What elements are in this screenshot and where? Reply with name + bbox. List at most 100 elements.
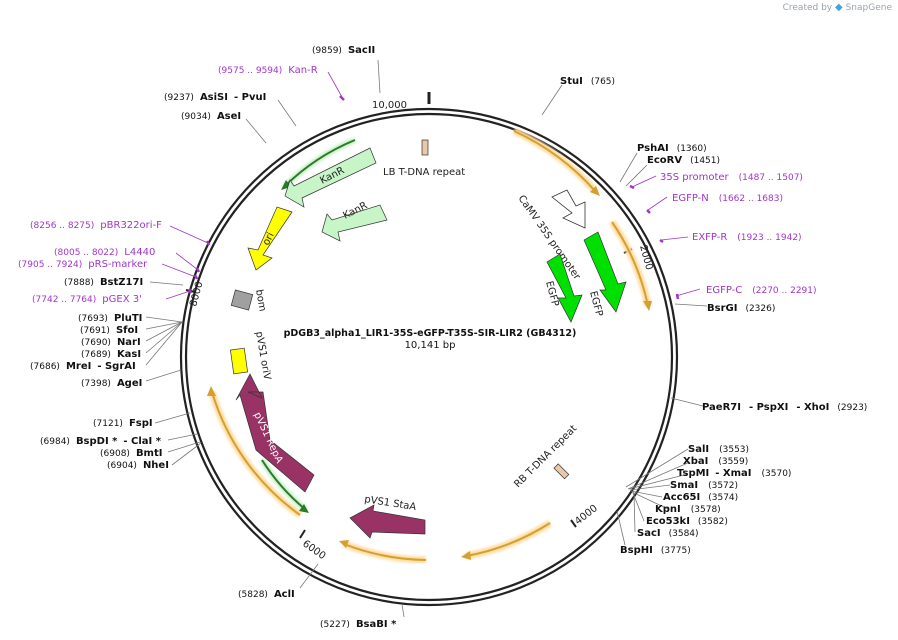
svg-text:(7690)NarI: (7690)NarI (81, 337, 141, 348)
orf-arc-3 (465, 522, 551, 557)
svg-text:EGFP-C(2270 .. 2291): EGFP-C(2270 .. 2291) (706, 285, 817, 296)
feature-pvs1-staa[interactable] (349, 504, 426, 539)
orf-arrowhead-1 (590, 186, 600, 196)
svg-text:KpnI(3578): KpnI(3578) (655, 504, 721, 515)
enzyme-asei[interactable]: AseI (217, 111, 241, 122)
orf-arc-1 (513, 130, 597, 193)
enzyme-mrei[interactable]: MreI (66, 361, 91, 372)
svg-text:PaeR7I- PspXI- XhoI(2923): PaeR7I- PspXI- XhoI(2923) (702, 402, 867, 413)
svg-text:SacI(3584): SacI(3584) (637, 528, 699, 539)
enzyme-pshai[interactable]: PshAI (637, 143, 669, 154)
enzyme-xbai[interactable]: XbaI (683, 456, 708, 467)
primer-egfp-n[interactable]: EGFP-N (672, 193, 709, 204)
svg-text:TspMI- XmaI(3570): TspMI- XmaI(3570) (677, 468, 791, 479)
feature-pvs1-repa[interactable] (235, 373, 315, 493)
feature-pvs1-oriv[interactable] (230, 347, 248, 375)
enzyme-acc65i[interactable]: Acc65I (663, 492, 700, 503)
primer-leaders (161, 71, 701, 300)
enzyme-ecorv[interactable]: EcoRV (647, 155, 682, 166)
svg-text:(7121)FspI: (7121)FspI (93, 418, 153, 429)
svg-text:StuI(765): StuI(765) (560, 76, 615, 87)
feature-bom[interactable] (230, 289, 254, 311)
enzyme-asisi[interactable]: AsiSI (200, 92, 228, 103)
feature-lb-tdna[interactable] (421, 139, 429, 156)
enzyme-fspi[interactable]: FspI (129, 418, 153, 429)
tick-label-4000: 4000 (573, 503, 600, 527)
enzyme-kasi[interactable]: KasI (117, 349, 141, 360)
feature-kanr-1[interactable] (284, 147, 377, 208)
enzyme-tspmi[interactable]: TspMI (677, 468, 709, 479)
enzyme-labels-right: StuI(765) PshAI(1360) EcoRV(1451) BsrGI(… (560, 76, 867, 556)
primer-prs-marker[interactable]: pRS-marker (88, 259, 148, 270)
svg-text:(9575 .. 9594)Kan-R: (9575 .. 9594)Kan-R (218, 65, 318, 76)
svg-text:PshAI(1360): PshAI(1360) (637, 143, 707, 154)
svg-text:EcoRV(1451): EcoRV(1451) (647, 155, 720, 166)
enzyme-bstz17i[interactable]: BstZ17I (100, 277, 143, 288)
feature-rb-tdna[interactable] (553, 463, 570, 480)
enzyme-nhei[interactable]: NheI (143, 460, 169, 471)
feature-egfp-1-label: EGFP (587, 290, 604, 318)
svg-text:EXFP-R(1923 .. 1942): EXFP-R(1923 .. 1942) (692, 232, 802, 243)
feature-egfp-1[interactable] (583, 231, 627, 313)
svg-text:(9237)AsiSI- PvuI: (9237)AsiSI- PvuI (164, 92, 266, 103)
enzyme-leaders (145, 59, 708, 618)
primer-exfp-r[interactable]: EXFP-R (692, 232, 727, 243)
enzyme-sfoi[interactable]: SfoI (116, 325, 138, 336)
feature-lb-tdna-label: LB T-DNA repeat (383, 167, 465, 178)
enzyme-saci[interactable]: SacI (637, 528, 661, 539)
svg-text:(7742 .. 7764)pGEX 3': (7742 .. 7764)pGEX 3' (32, 294, 142, 305)
primer-egfp-c[interactable]: EGFP-C (706, 285, 742, 296)
primer-labels: (9575 .. 9594)Kan-R 35S promoter(1487 ..… (18, 65, 817, 305)
enzyme-sali[interactable]: SalI (688, 444, 709, 455)
enzyme-bsrgi[interactable]: BsrGI (707, 303, 737, 314)
enzyme-pluti[interactable]: PluTI (114, 313, 142, 324)
feature-kanr-2[interactable] (321, 204, 388, 242)
svg-text:EGFP-N(1662 .. 1683): EGFP-N(1662 .. 1683) (672, 193, 783, 204)
svg-text:35S promoter(1487 .. 1507): 35S promoter(1487 .. 1507) (660, 172, 803, 183)
svg-text:(6984)BspDI *- ClaI *: (6984)BspDI *- ClaI * (40, 436, 162, 447)
primer-kan-r[interactable]: Kan-R (288, 65, 317, 76)
svg-text:(7689)KasI: (7689)KasI (81, 349, 141, 360)
orf-arcs (207, 127, 652, 564)
enzyme-bsabi[interactable]: BsaBI * (356, 619, 397, 630)
feature-ori[interactable] (247, 206, 293, 271)
orf-arrowhead-2 (643, 301, 652, 311)
enzyme-bsphi[interactable]: BspHI (620, 545, 653, 556)
enzyme-acli[interactable]: AclI (274, 589, 295, 600)
enzyme-nari[interactable]: NarI (117, 337, 141, 348)
tick-label-6000: 6000 (300, 538, 327, 562)
enzyme-paer7i[interactable]: PaeR7I (702, 402, 741, 413)
tick-label-10000: 10,000 (372, 100, 407, 111)
orf-arc-4 (343, 543, 427, 561)
brand-name: SnapGene (845, 3, 892, 13)
svg-text:Eco53kI(3582): Eco53kI(3582) (646, 516, 728, 527)
enzyme-agei[interactable]: AgeI (117, 378, 142, 389)
enzyme-smai[interactable]: SmaI (670, 480, 698, 491)
enzyme-bmti[interactable]: BmtI (136, 448, 163, 459)
enzyme-bspdi[interactable]: BspDI * (76, 436, 118, 447)
feature-camv-35s[interactable] (551, 189, 586, 229)
enzyme-sacii[interactable]: SacII (348, 45, 375, 56)
svg-text:BsrGI(2326): BsrGI(2326) (707, 303, 775, 314)
feature-egfp-2[interactable] (546, 253, 583, 323)
primer-l4440[interactable]: L4440 (124, 247, 155, 258)
svg-text:Acc65I(3574): Acc65I(3574) (663, 492, 738, 503)
feature-bom-label: bom (253, 289, 268, 313)
created-by-text: Created by (782, 3, 833, 13)
svg-text:XbaI(3559): XbaI(3559) (683, 456, 748, 467)
svg-text:(8256 .. 8275)pBR322ori-F: (8256 .. 8275)pBR322ori-F (30, 220, 162, 231)
enzyme-eco53ki[interactable]: Eco53kI (646, 516, 690, 527)
backbone-outer (179, 107, 679, 607)
enzyme-kpni[interactable]: KpnI (655, 504, 681, 515)
svg-text:(9859)SacII: (9859)SacII (312, 45, 375, 56)
orf-arrowhead-5 (207, 386, 216, 396)
primer-pbr322ori-f[interactable]: pBR322ori-F (100, 220, 162, 231)
enzyme-stui[interactable]: StuI (560, 76, 583, 87)
primer-pgex-3[interactable]: pGEX 3' (102, 294, 142, 305)
primer-35s-promoter[interactable]: 35S promoter (660, 172, 730, 183)
svg-text:BspHI(3775): BspHI(3775) (620, 545, 691, 556)
svg-text:(7686)MreI- SgrAI: (7686)MreI- SgrAI (30, 361, 136, 372)
plasmid-name: pDGB3_alpha1_LIR1-35S-eGFP-T35S-SIR-LIR2… (284, 328, 577, 339)
enzyme-labels-left: (9859)SacII (9237)AsiSI- PvuI (9034)AseI… (30, 45, 397, 630)
